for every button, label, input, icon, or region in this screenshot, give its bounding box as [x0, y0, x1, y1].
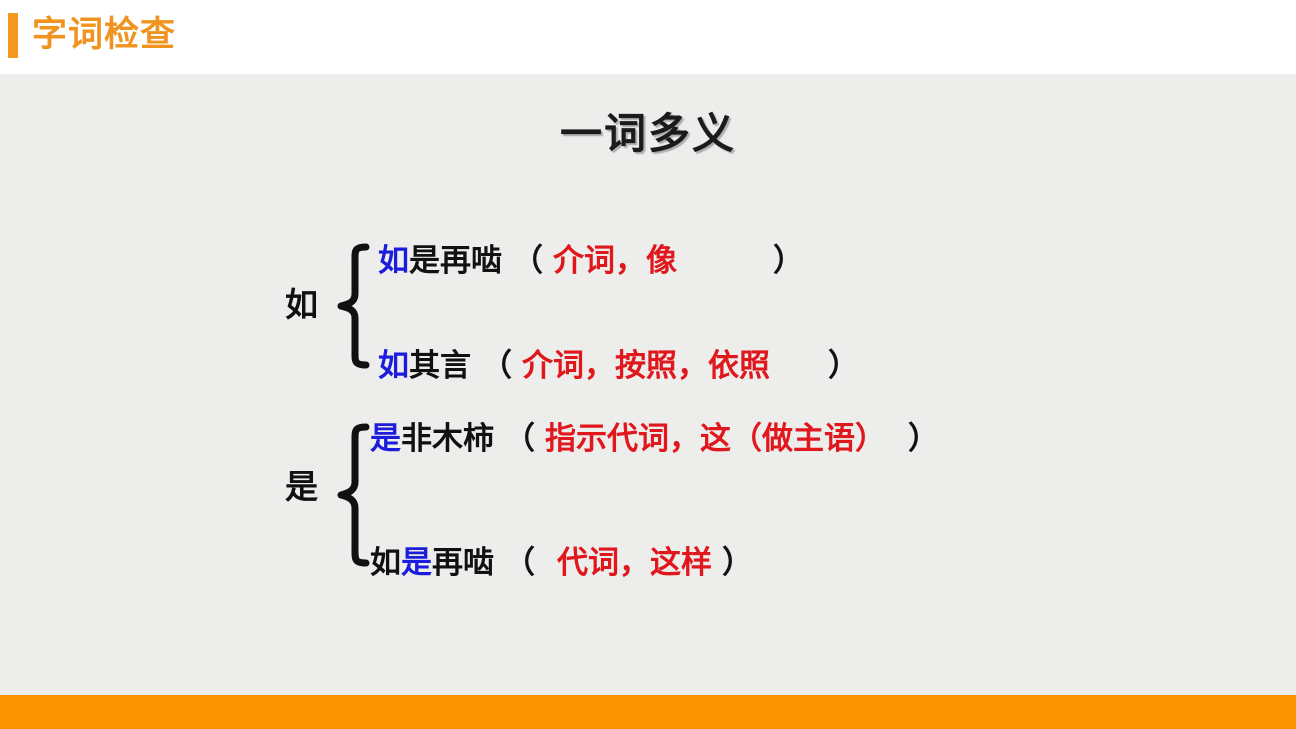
entry-open-paren: （ — [481, 348, 512, 383]
group-label-ru: 如 — [285, 286, 318, 323]
slide-body: 一词多义 如 如是再啮（介词，像） 如其言（介词，按照，依照） 是 是非木柿（指… — [0, 74, 1296, 695]
entry-close-paren: ） — [908, 421, 939, 456]
entry-key-char: 如 — [378, 348, 409, 383]
entry-close-paren: ） — [828, 348, 859, 383]
entry-close-paren: ） — [722, 545, 753, 580]
entry-key-char: 是 — [370, 421, 401, 456]
page-title: 一词多义 — [559, 110, 736, 157]
entry-explanation: 指示代词，这（做主语） — [545, 421, 886, 456]
entry-line: 如其言 （ 介词，按照，依照 ） — [378, 346, 859, 386]
entry-line: 是非木柿 （ 指示代词，这（做主语） ） — [370, 419, 939, 459]
slide-header: 字词检查 — [0, 0, 1296, 74]
brace-group-ru: 如 如是再啮（介词，像） 如其言（介词，按照，依照） — [0, 74, 1296, 695]
curly-brace-shi — [336, 422, 370, 568]
header-title: 字词检查 — [32, 15, 177, 54]
entry-rest: 其言 — [409, 348, 471, 383]
entry-line: 如是再啮 （ 介词，像 ） — [378, 241, 804, 281]
group-label-shi: 是 — [285, 468, 318, 505]
curly-brace-ru — [336, 242, 370, 370]
entry-close-paren: ） — [773, 243, 804, 278]
entry-explanation: 介词，按照，依照 — [522, 348, 770, 383]
entry-explanation: 代词，这样 — [557, 545, 712, 580]
entry-rest: 是再啮 — [409, 243, 502, 278]
entry-key-char: 是 — [401, 545, 432, 580]
entry-prefix: 如 — [370, 545, 401, 580]
footer-bar — [0, 695, 1296, 729]
brace-group-shi: 是 是非木柿（指示代词，这（做主语）） 如是再啮（代词，这样） — [0, 74, 1296, 695]
entry-open-paren: （ — [512, 243, 543, 278]
entry-open-paren: （ — [504, 545, 535, 580]
entry-rest: 非木柿 — [401, 421, 494, 456]
entry-rest: 再啮 — [432, 545, 494, 580]
entry-explanation: 介词，像 — [553, 243, 677, 278]
header-accent-bar — [8, 13, 18, 58]
entry-key-char: 如 — [378, 243, 409, 278]
entry-open-paren: （ — [504, 421, 535, 456]
entry-line: 如是再啮 （ 代词，这样 ） — [370, 543, 753, 583]
